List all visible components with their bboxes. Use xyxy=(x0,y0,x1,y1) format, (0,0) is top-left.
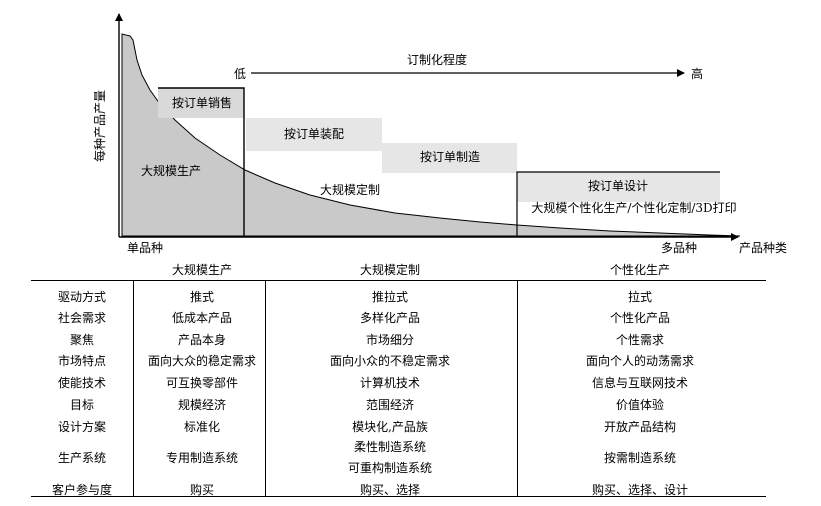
customization-title: 订制化程度 xyxy=(407,52,467,67)
table-cell: 柔性制造系统可重构制造系统 xyxy=(348,437,432,479)
order-box-design xyxy=(517,172,720,202)
row-label: 客户参与度 xyxy=(51,483,113,497)
table-header-rule xyxy=(31,280,766,281)
table-cell: 规模经济 xyxy=(177,398,227,412)
table-cell: 购买、选择、设计 xyxy=(591,483,689,497)
x-axis-label: 产品种类 xyxy=(739,241,787,255)
table-cell: 面向个人的动荡需求 xyxy=(585,354,695,368)
column-header-mass-customization: 大规模定制 xyxy=(359,263,421,277)
row-label: 生产系统 xyxy=(57,451,107,465)
table-cell: 标准化 xyxy=(183,420,221,434)
personalized-boundary xyxy=(516,171,720,236)
order-box-manufacture-label: 按订单制造 xyxy=(420,150,480,164)
table-cell: 信息与互联网技术 xyxy=(591,376,689,390)
table-divider-3 xyxy=(517,281,518,496)
x-start-label: 单品种 xyxy=(127,241,163,255)
x-end-label: 多品种 xyxy=(661,241,697,255)
order-box-sales-label: 按订单销售 xyxy=(172,95,232,110)
table-cell: 专用制造系统 xyxy=(165,451,239,465)
row-label: 目标 xyxy=(69,398,95,412)
table-cell: 价值体验 xyxy=(615,398,665,412)
row-label: 使能技术 xyxy=(57,376,107,390)
row-label: 社会需求 xyxy=(57,311,107,325)
table-cell: 范围经济 xyxy=(365,398,415,412)
order-box-assembly xyxy=(246,118,382,151)
volume-curve-area xyxy=(121,33,741,237)
mass-production-boundary xyxy=(158,87,245,236)
table-cell: 低成本产品 xyxy=(171,311,233,325)
row-label: 驱动方式 xyxy=(57,290,107,304)
row-label: 设计方案 xyxy=(57,420,107,434)
table-cell: 推拉式 xyxy=(371,290,409,304)
personalized-label: 大规模个性化生产/个性化定制/3D打印 xyxy=(531,200,736,215)
column-header-mass-production: 大规模生产 xyxy=(171,263,233,277)
table-cell: 多样化产品 xyxy=(359,311,421,325)
table-cell: 拉式 xyxy=(627,290,653,304)
column-header-personalized: 个性化生产 xyxy=(609,263,671,277)
table-divider-2 xyxy=(265,281,266,496)
table-bottom-rule xyxy=(31,496,766,497)
mass-customization-label: 大规模定制 xyxy=(320,182,380,197)
row-label: 聚焦 xyxy=(69,333,95,347)
table-cell: 计算机技术 xyxy=(359,376,421,390)
table-cell: 开放产品结构 xyxy=(603,420,677,434)
table-cell: 个性化产品 xyxy=(609,311,671,325)
order-box-sales xyxy=(158,88,244,118)
mass-production-label: 大规模生产 xyxy=(141,163,201,178)
table-cell: 面向小众的不稳定需求 xyxy=(329,354,451,368)
table-cell: 按需制造系统 xyxy=(603,451,677,465)
order-box-design-label: 按订单设计 xyxy=(588,179,648,193)
table-cell: 面向大众的稳定需求 xyxy=(147,354,257,368)
table-cell: 模块化,产品族 xyxy=(352,420,428,434)
order-box-manufacture xyxy=(382,143,517,173)
table-cell: 购买 xyxy=(189,483,215,497)
table-cell-line: 柔性制造系统 xyxy=(353,440,427,454)
table-cell: 可互换零部件 xyxy=(165,376,239,390)
order-box-assembly-label: 按订单装配 xyxy=(284,127,344,141)
customization-high-label: 高 xyxy=(691,66,703,81)
table-cell: 个性需求 xyxy=(615,333,665,347)
y-axis-label: 每种产品产量 xyxy=(92,90,107,162)
table-cell: 产品本身 xyxy=(177,333,227,347)
row-label: 市场特点 xyxy=(57,354,107,368)
table-cell: 购买、选择 xyxy=(359,483,421,497)
production-diagram: 每种产品产量 低 订制化程度 高 按订单销售 按订单装配 按订单制造 按订单设计… xyxy=(92,13,787,255)
customization-low-label: 低 xyxy=(234,67,246,81)
table-cell: 推式 xyxy=(189,290,215,304)
table-cell-line: 可重构制造系统 xyxy=(347,461,433,475)
table-cell: 市场细分 xyxy=(365,333,415,347)
table-divider-1 xyxy=(133,281,134,496)
